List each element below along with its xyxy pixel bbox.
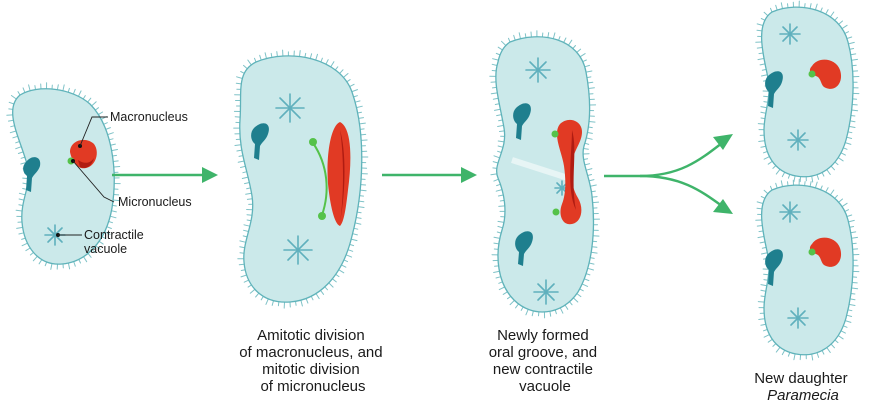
contractile-vacuole-upper bbox=[526, 58, 550, 82]
label-micronucleus: Micronucleus bbox=[118, 195, 192, 209]
constricting-paramecium bbox=[490, 31, 600, 318]
daughter-paramecium-upper bbox=[756, 1, 859, 182]
arrow-2 bbox=[382, 167, 477, 183]
arrow-1 bbox=[112, 167, 218, 183]
dividing-paramecium bbox=[234, 50, 368, 308]
arrow-fork bbox=[604, 134, 733, 214]
caption-stage2: Amitotic division of macronucleus, and m… bbox=[239, 327, 387, 395]
contractile-vacuole-upper bbox=[780, 24, 800, 44]
contractile-vacuole-lower bbox=[284, 236, 312, 264]
micronucleus bbox=[809, 249, 816, 256]
contractile-vacuole-lower bbox=[788, 130, 808, 150]
micronucleus bbox=[809, 71, 816, 78]
micronucleus-upper bbox=[309, 138, 317, 146]
contractile-vacuole-upper bbox=[780, 202, 800, 222]
label-vacuole: vacuole bbox=[84, 242, 127, 256]
micronucleus-upper bbox=[552, 131, 559, 138]
contractile-vacuole-upper bbox=[276, 94, 304, 122]
micronucleus-lower bbox=[553, 209, 560, 216]
contractile-vacuole-lower bbox=[788, 308, 808, 328]
caption-stage4: New daughter Paramecia bbox=[754, 370, 852, 404]
contractile-vacuole-lower bbox=[534, 280, 558, 304]
micronucleus-lower bbox=[318, 212, 326, 220]
caption-stage3: Newly formed oral groove, and new contra… bbox=[489, 327, 602, 395]
label-contractile: Contractile bbox=[84, 228, 144, 242]
daughter-paramecium-lower bbox=[756, 179, 859, 360]
label-macronucleus: Macronucleus bbox=[110, 110, 188, 124]
